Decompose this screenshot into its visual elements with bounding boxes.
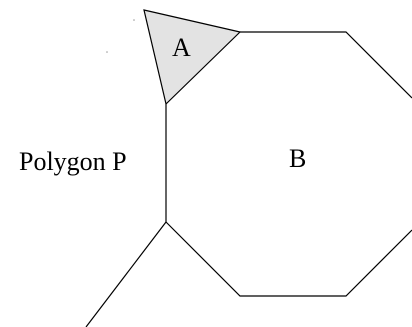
region-b-label: B [289,144,306,173]
stray-mark [106,51,108,53]
polygon-p-label: Polygon P [19,147,127,176]
stray-mark [133,19,135,21]
region-b-bottom-edge [165,221,412,297]
region-a-triangle [143,9,242,106]
polygon-p-outer-edge [85,221,167,327]
region-a-shading [144,10,240,104]
region-b-top-edge [240,31,412,99]
region-a-label: A [172,33,191,62]
